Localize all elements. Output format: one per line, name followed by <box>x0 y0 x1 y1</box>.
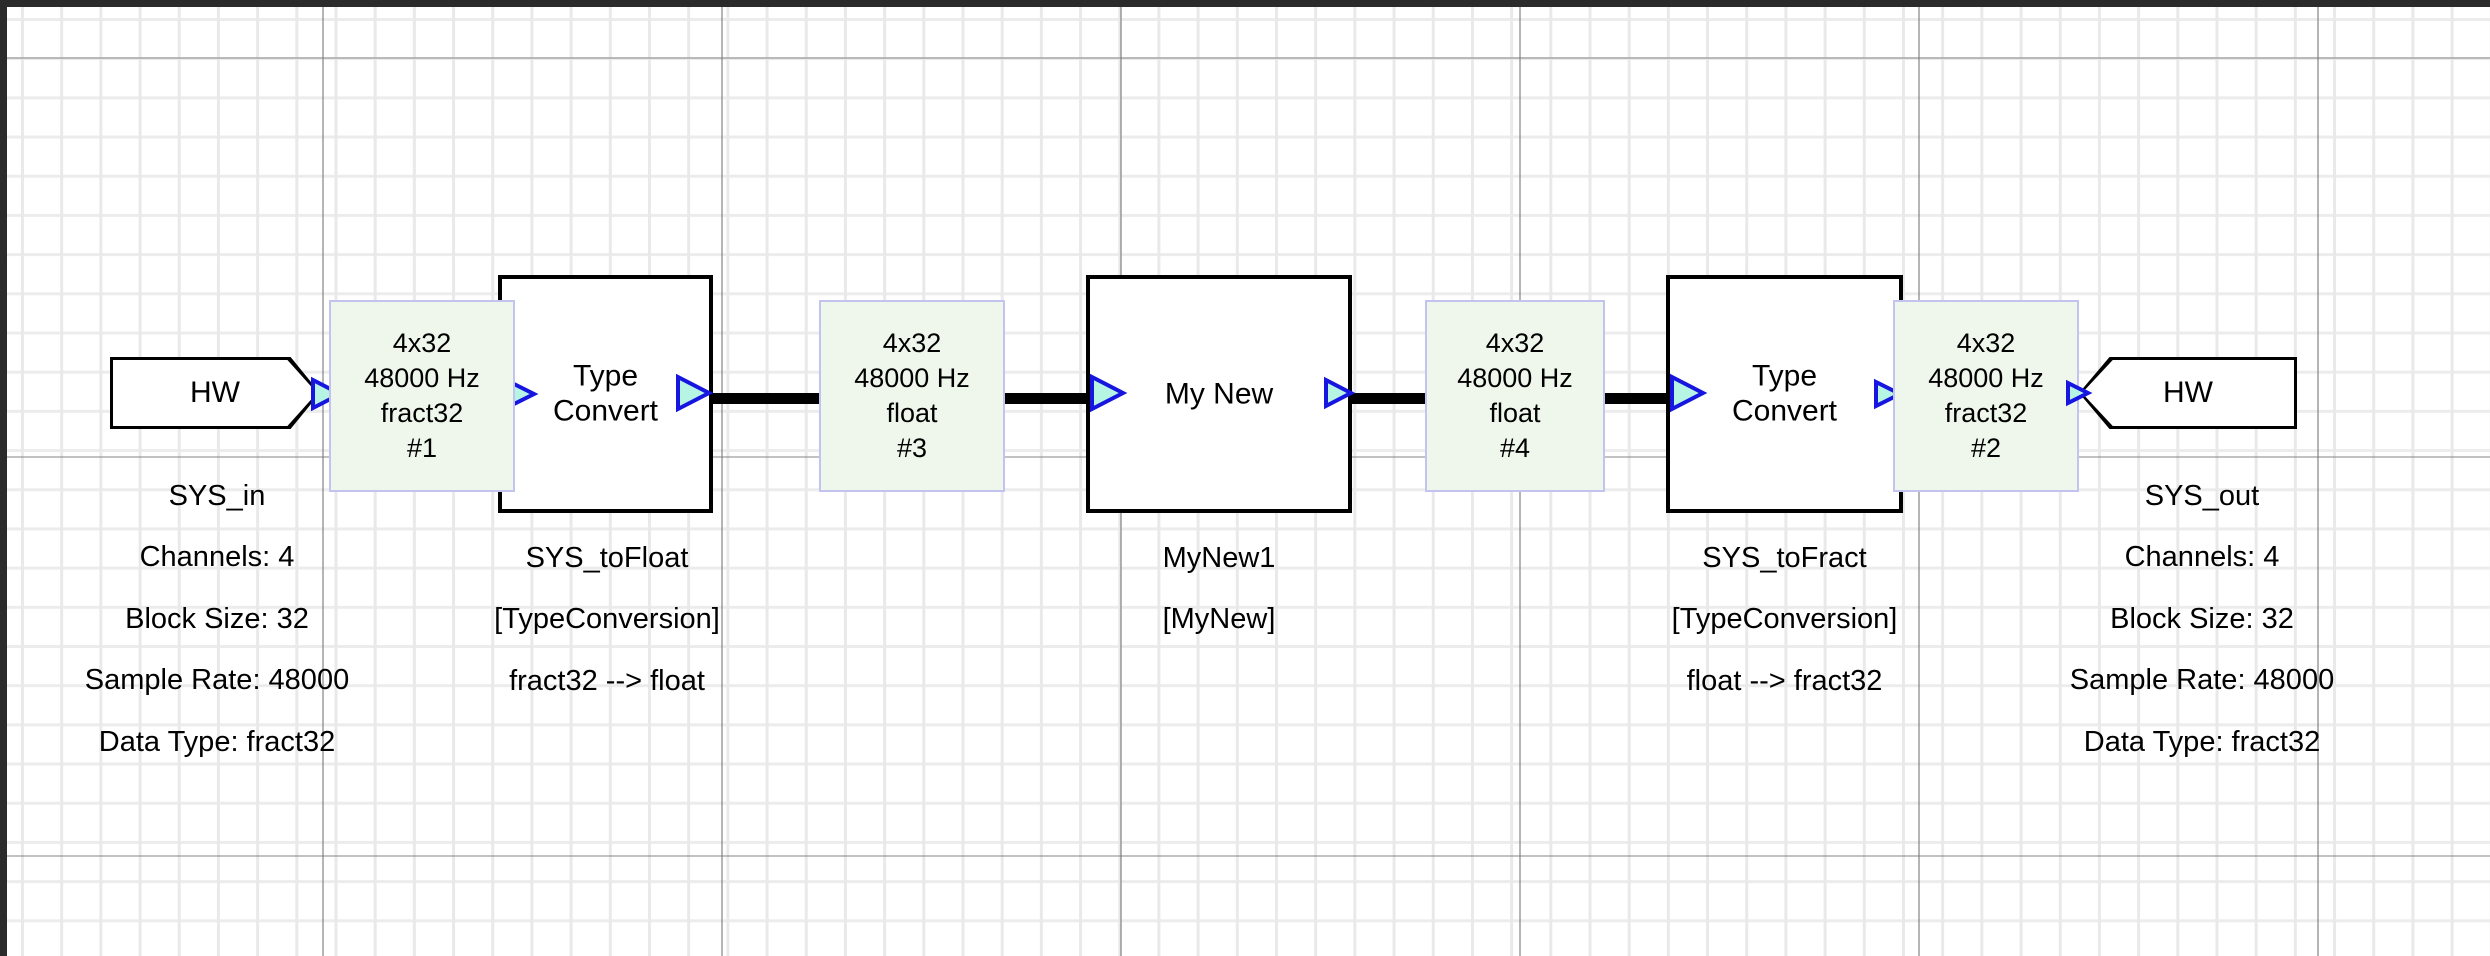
signal-tag-2-type: fract32 <box>1944 398 2028 428</box>
signal-tag-2-index: #2 <box>1970 433 2002 464</box>
sys-out-block-size: Block Size: 32 <box>2110 602 2294 635</box>
mynew-name: MyNew1 <box>1162 541 1276 574</box>
block-sys-in[interactable]: HW <box>110 357 320 429</box>
block-mynew[interactable]: My New <box>1086 275 1352 513</box>
sys-out-sample-rate: Sample Rate: 48000 <box>2069 664 2335 697</box>
sys-out-channels: Channels: 4 <box>2124 541 2280 574</box>
sys-in-data-type: Data Type: fract32 <box>98 725 336 758</box>
sys-tofract-kind: [TypeConversion] <box>1671 603 1898 636</box>
sys-tofloat-title: Type Convert <box>552 359 659 428</box>
sys-out-data-type: Data Type: fract32 <box>2083 725 2321 758</box>
mynew-caption: MyNew1 [MyNew] <box>969 512 1469 666</box>
wire-tag3-to-mynew[interactable] <box>967 393 1132 404</box>
signal-tag-3-index: #3 <box>896 433 928 464</box>
signal-tag-3-dims: 4x32 <box>882 327 942 358</box>
signal-tag-1-rate: 48000 Hz <box>364 362 480 393</box>
signal-tag-4-index: #4 <box>1499 433 1531 464</box>
signal-tag-4-dims: 4x32 <box>1485 327 1545 358</box>
signal-tag-1-type: fract32 <box>380 398 464 428</box>
signal-tag-3-rate: 48000 Hz <box>854 362 970 393</box>
sys-out-hw-label: HW <box>2163 376 2213 409</box>
sys-tofract-name: SYS_toFract <box>1702 541 1867 574</box>
mynew-title: My New <box>1164 377 1274 411</box>
sys-tofloat-name: SYS_toFloat <box>525 541 689 574</box>
sys-tofract-caption: SYS_toFract [TypeConversion] float --> f… <box>1512 512 2057 727</box>
sys-in-caption: SYS_in Channels: 4 Block Size: 32 Sample… <box>7 450 497 788</box>
sys-in-channels: Channels: 4 <box>139 541 295 574</box>
signal-tag-1-index: #1 <box>406 433 438 464</box>
sys-tofloat-caption: SYS_toFloat [TypeConversion] fract32 -->… <box>337 512 877 727</box>
sys-tofloat-kind: [TypeConversion] <box>494 603 720 636</box>
signal-tag-2-rate: 48000 Hz <box>1928 362 2044 393</box>
signal-tag-2-dims: 4x32 <box>1956 327 2016 358</box>
wire-tofloat-to-tag3[interactable] <box>707 393 887 404</box>
sys-out-caption: SYS_out Channels: 4 Block Size: 32 Sampl… <box>1922 450 2482 788</box>
sys-tofloat-conversion: fract32 --> float <box>509 664 705 697</box>
mynew-kind: [MyNew] <box>1162 603 1276 636</box>
sys-tofract-title: Type Convert <box>1731 359 1838 428</box>
sys-tofract-conversion: float --> fract32 <box>1686 664 1883 697</box>
block-sys-tofract[interactable]: Type Convert <box>1666 275 1903 513</box>
signal-tag-3-type: float <box>886 398 938 428</box>
sys-in-block-size: Block Size: 32 <box>125 602 309 635</box>
block-sys-out[interactable]: HW <box>2079 357 2297 429</box>
sys-in-body <box>113 360 317 426</box>
sys-out-body <box>2082 360 2294 426</box>
signal-tag-2[interactable]: 4x32 48000 Hz fract32 #2 <box>1893 300 2079 492</box>
signal-tag-1-dims: 4x32 <box>392 327 452 358</box>
signal-tag-4[interactable]: 4x32 48000 Hz float #4 <box>1425 300 1605 492</box>
sys-in-sample-rate: Sample Rate: 48000 <box>84 664 350 697</box>
signal-tag-3[interactable]: 4x32 48000 Hz float #3 <box>819 300 1005 492</box>
signal-tag-4-rate: 48000 Hz <box>1457 362 1573 393</box>
sys-in-name: SYS_in <box>168 479 266 512</box>
sys-in-hw-label: HW <box>190 376 240 409</box>
signal-tag-4-type: float <box>1489 398 1541 428</box>
signal-tag-1[interactable]: 4x32 48000 Hz fract32 #1 <box>329 300 515 492</box>
sys-out-name: SYS_out <box>2144 479 2260 512</box>
